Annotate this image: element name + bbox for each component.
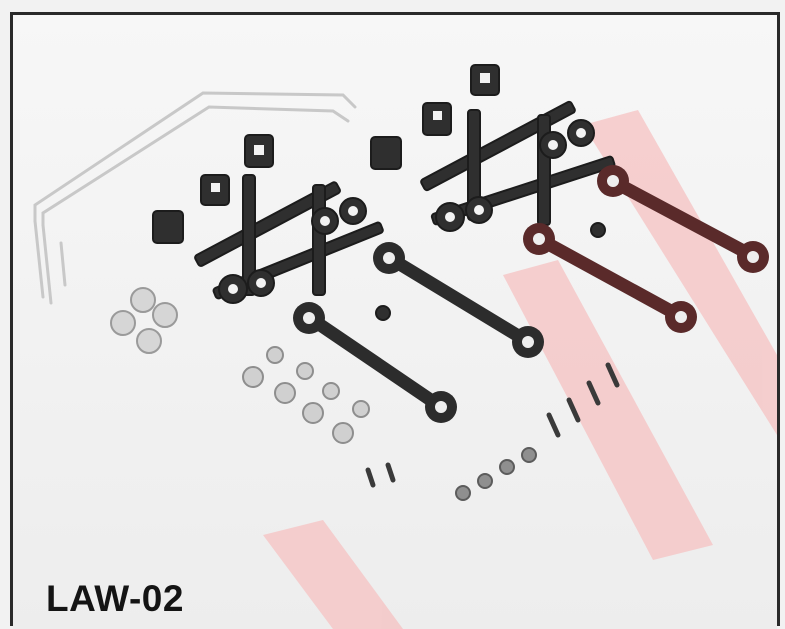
washers — [455, 447, 537, 501]
aluminium-nuts — [110, 287, 178, 354]
left-tree-holes — [211, 145, 358, 294]
sway-bar-wire — [33, 91, 357, 305]
right-tree-holes — [433, 73, 586, 222]
product-code-label: LAW-02 — [46, 578, 184, 619]
dark-linkages — [306, 253, 532, 412]
screws — [365, 362, 620, 488]
product-photo — [13, 15, 777, 629]
ball-studs — [242, 346, 370, 444]
frame-border — [10, 12, 780, 626]
red-linkages — [534, 176, 758, 322]
